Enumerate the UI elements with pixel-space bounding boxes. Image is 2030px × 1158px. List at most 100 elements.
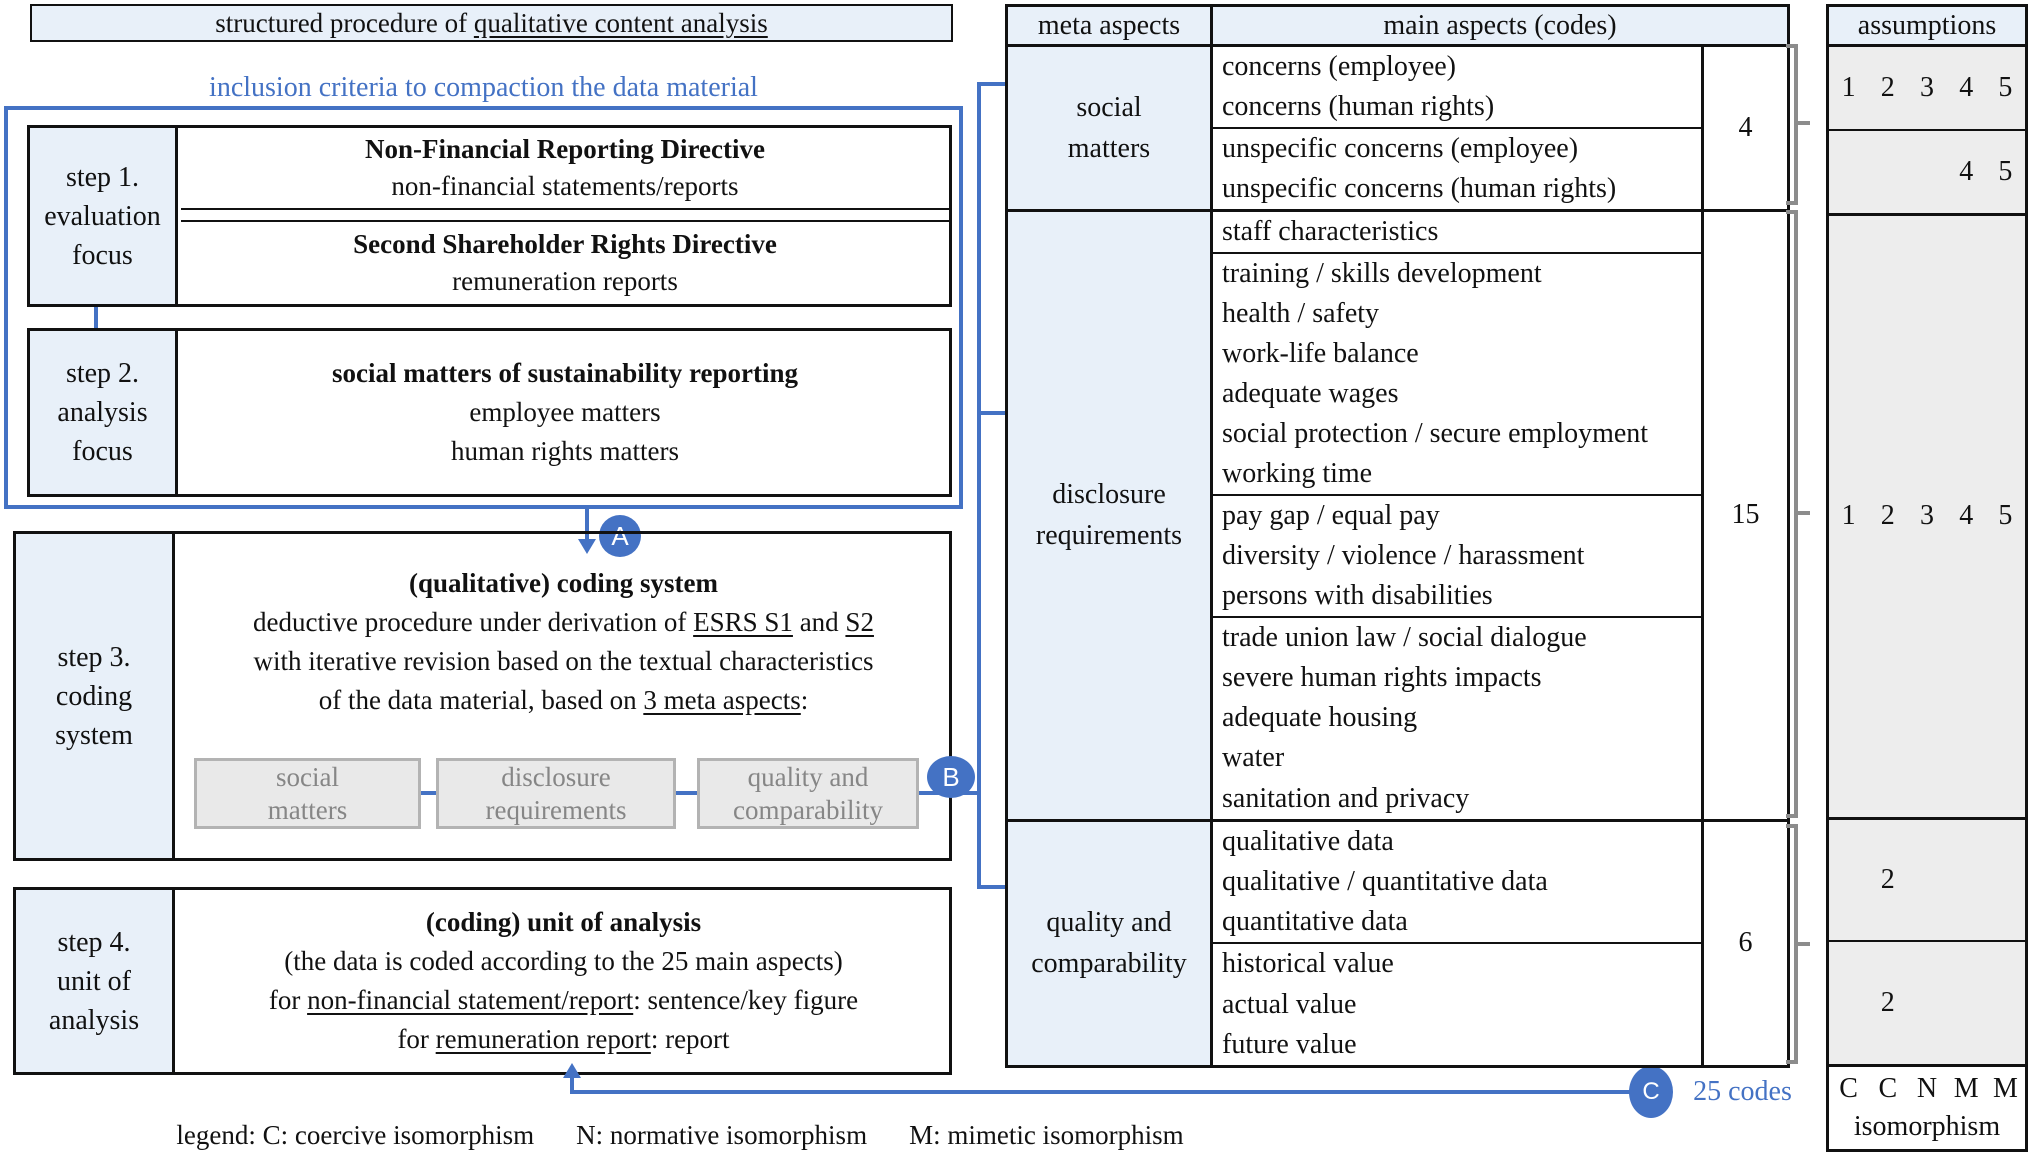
step1-ssrd-cell: Second Shareholder Rights Directive remu… xyxy=(181,220,949,304)
meta-link-stub-social xyxy=(977,82,1007,86)
code-row: sanitation and privacy xyxy=(1222,782,1470,814)
step3-line4: of the data material, based on 3 meta as… xyxy=(318,685,809,715)
code-row: quantitative data xyxy=(1222,906,1408,938)
code-row: social protection / secure employment xyxy=(1222,417,1649,449)
bracket-social-bar xyxy=(1794,44,1798,205)
assumptions-cell-values: 2 xyxy=(1829,940,2025,1064)
legend: legend: C: coercive isomorphism N: norma… xyxy=(0,1120,1360,1151)
step4-line4: for remuneration report: report xyxy=(397,1024,730,1054)
code-row: staff characteristics xyxy=(1222,215,1439,247)
code-row: severe human rights impacts xyxy=(1222,662,1542,694)
assumptions-table: assumptions 1 2 3 4 5 4 5 1 2 3 4 5 2 xyxy=(1826,4,2028,1152)
bracket-quality-bar xyxy=(1794,824,1798,1064)
code-row: training / skills development xyxy=(1213,251,1701,294)
step1-nfrd-cell: Non-Financial Reporting Directive non-fi… xyxy=(181,128,949,210)
title-text: structured procedure of qualitative cont… xyxy=(215,7,768,38)
group-social-matters-label: social matters xyxy=(1008,47,1213,209)
assumptions-cell-disclosure: 1 2 3 4 5 xyxy=(1829,212,2025,817)
group-quality-comparability-label: quality and comparability xyxy=(1008,821,1213,1065)
step2-label: step 2. analysis focus xyxy=(30,331,178,494)
code-row: future value xyxy=(1222,1028,1357,1060)
legend-normative: N: normative isomorphism xyxy=(576,1120,868,1150)
group-social-matters-rows: concerns (employee) concerns (human righ… xyxy=(1213,47,1701,209)
bracket-social-tick xyxy=(1798,121,1810,125)
meta-box-quality-comparability: quality and comparability xyxy=(697,758,919,829)
ssrd-subtitle: remuneration reports xyxy=(452,266,678,296)
code-row: pay gap / equal pay xyxy=(1213,494,1701,536)
group-disclosure-requirements-count: 15 xyxy=(1701,211,1787,819)
meta-link-stub-quality xyxy=(977,885,1007,889)
code-row: qualitative data xyxy=(1222,825,1394,857)
circle-c-badge: C xyxy=(1629,1066,1673,1118)
code-row: concerns (employee) xyxy=(1222,50,1456,82)
legend-mimetic: M: mimetic isomorphism xyxy=(909,1120,1184,1150)
step4-content: (coding) unit of analysis (the data is c… xyxy=(178,890,949,1072)
step3-content: (qualitative) coding system deductive pr… xyxy=(178,564,949,720)
code-row: water xyxy=(1222,742,1285,774)
main-aspects-header: main aspects (codes) xyxy=(1213,7,1787,44)
codes-line xyxy=(570,1090,1630,1094)
bracket-disclosure-bar xyxy=(1794,210,1798,818)
code-row: qualitative / quantitative data xyxy=(1222,865,1548,897)
codes-total-label: 25 codes xyxy=(1693,1076,1792,1107)
inclusion-criteria-label: inclusion criteria to compaction the dat… xyxy=(209,72,758,103)
assumptions-header: assumptions xyxy=(1829,7,2025,47)
assumptions-cell-concerns: 1 2 3 4 5 xyxy=(1829,47,2025,130)
isomorphism-label: isomorphism xyxy=(1853,1110,2001,1142)
group-social-matters-count: 4 xyxy=(1701,47,1787,209)
group-quality-comparability: quality and comparability qualitative da… xyxy=(1008,818,1787,1065)
code-row: historical value xyxy=(1213,942,1701,984)
step1-label: step 1. evaluation focus xyxy=(30,128,178,304)
bracket-disclosure-tick xyxy=(1798,511,1810,515)
meta-link-vertical-line xyxy=(977,82,981,889)
inclusion-criteria-frame xyxy=(4,106,963,509)
meta-box-connector-1 xyxy=(421,791,436,795)
arrow-codes-to-step4-head xyxy=(563,1063,581,1078)
group-disclosure-requirements: disclosure requirements staff characteri… xyxy=(1008,208,1787,819)
legend-coercive: legend: C: coercive isomorphism xyxy=(176,1120,535,1150)
arrow-step2-step3-head xyxy=(578,539,596,554)
step3-line2: deductive procedure under derivation of … xyxy=(253,607,874,637)
group-quality-comparability-rows: qualitative data qualitative / quantitat… xyxy=(1213,822,1701,1065)
codes-table: meta aspects main aspects (codes) social… xyxy=(1005,4,1790,1068)
step3-box: step 3. coding system (qualitative) codi… xyxy=(13,531,952,861)
code-row: working time xyxy=(1222,458,1373,490)
nfrd-title: Non-Financial Reporting Directive xyxy=(365,134,765,164)
arrow-codes-to-step4-stem xyxy=(570,1078,574,1092)
codes-table-header: meta aspects main aspects (codes) xyxy=(1008,7,1787,47)
step2-box: step 2. analysis focus social matters of… xyxy=(27,328,952,497)
meta-box-connector-2 xyxy=(676,791,697,795)
title-box: structured procedure of qualitative cont… xyxy=(30,4,953,42)
arrow-step1-step2-stem xyxy=(94,307,98,336)
bracket-disclosure-hook-top xyxy=(1786,210,1794,214)
meta-link-stub-disclosure xyxy=(977,411,1007,415)
code-row: concerns (human rights) xyxy=(1222,90,1495,122)
meta-aspects-header: meta aspects xyxy=(1008,7,1213,44)
group-social-matters: social matters concerns (employee) conce… xyxy=(1008,47,1787,209)
meta-box-disclosure-requirements: disclosure requirements xyxy=(436,758,676,829)
assumptions-cell-unspecific: 4 5 xyxy=(1829,129,2025,213)
isomorphism-letters: C C N M M xyxy=(1839,1072,2018,1104)
meta-box-social-matters: social matters xyxy=(194,758,421,829)
bracket-quality-tick xyxy=(1798,942,1810,946)
bracket-social-hook-bottom xyxy=(1786,201,1794,205)
code-row: trade union law / social dialogue xyxy=(1213,616,1701,658)
nfrd-subtitle: non-financial statements/reports xyxy=(391,171,739,201)
ssrd-title: Second Shareholder Rights Directive xyxy=(353,229,777,259)
step2-content: social matters of sustainability reporti… xyxy=(332,358,798,466)
step4-line3: for non-financial statement/report: sent… xyxy=(268,985,859,1015)
code-row: persons with disabilities xyxy=(1222,580,1493,612)
circle-a-badge: A xyxy=(599,515,641,557)
step4-box: step 4. unit of analysis (coding) unit o… xyxy=(13,887,952,1075)
step4-label: step 4. unit of analysis xyxy=(16,890,175,1072)
group-disclosure-requirements-label: disclosure requirements xyxy=(1008,211,1213,819)
group-disclosure-requirements-rows: staff characteristics training / skills … xyxy=(1213,212,1701,819)
circle-b-badge: B xyxy=(927,756,975,798)
bracket-disclosure-hook-bottom xyxy=(1786,814,1794,818)
assumptions-cell-data-types: 2 xyxy=(1829,816,2025,941)
step1-box: step 1. evaluation focus Non-Financial R… xyxy=(27,125,952,307)
code-row: unspecific concerns (employee) xyxy=(1213,126,1701,169)
arrow-step2-step3-stem xyxy=(585,509,589,539)
assumptions-footer: C C N M M isomorphism xyxy=(1829,1063,2025,1150)
